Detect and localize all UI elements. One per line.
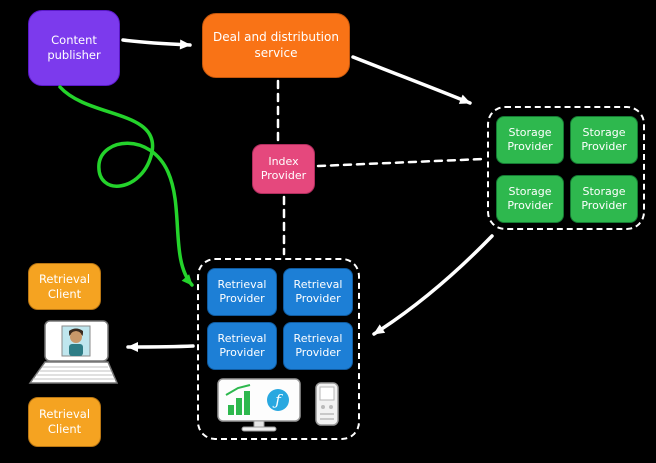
node-retrieval-client: Retrieval Client <box>28 397 101 447</box>
avatar <box>61 325 91 357</box>
node-retrieval-provider: Retrieval Provider <box>207 268 277 316</box>
arrow-storage-to-retrieval <box>372 234 494 336</box>
filecoin-logo-icon: ƒ <box>266 389 289 411</box>
bar-chart-icon <box>224 384 250 415</box>
node-deal-distribution-service: Deal and distribution service <box>202 13 350 78</box>
arrow-publisher-to-retrieval <box>58 85 194 287</box>
node-retrieval-provider: Retrieval Provider <box>207 322 277 370</box>
node-storage-provider: Storage Provider <box>496 175 564 223</box>
node-index-provider: Index Provider <box>252 144 315 194</box>
node-storage-provider: Storage Provider <box>570 116 638 164</box>
connector-index-to-storage <box>316 157 485 168</box>
retrieval-providers-group: Retrieval Provider Retrieval Provider Re… <box>197 258 360 440</box>
node-retrieval-provider: Retrieval Provider <box>283 322 353 370</box>
retrieval-ui-illustration: ƒ <box>199 374 358 438</box>
laptop-icon <box>28 320 120 390</box>
node-storage-provider: Storage Provider <box>570 175 638 223</box>
node-content-publisher: Content publisher <box>28 10 120 86</box>
node-storage-provider: Storage Provider <box>496 116 564 164</box>
arrow-publisher-to-deal <box>121 38 192 50</box>
arrow-deal-to-storage <box>351 55 472 105</box>
monitor-icon: ƒ <box>216 378 301 432</box>
svg-text:ƒ: ƒ <box>272 391 283 409</box>
arrow-retrieval-to-client <box>126 341 195 352</box>
node-retrieval-client: Retrieval Client <box>28 263 101 310</box>
storage-providers-group: Storage Provider Storage Provider Storag… <box>487 106 645 230</box>
device-icon <box>314 382 339 426</box>
node-retrieval-provider: Retrieval Provider <box>283 268 353 316</box>
